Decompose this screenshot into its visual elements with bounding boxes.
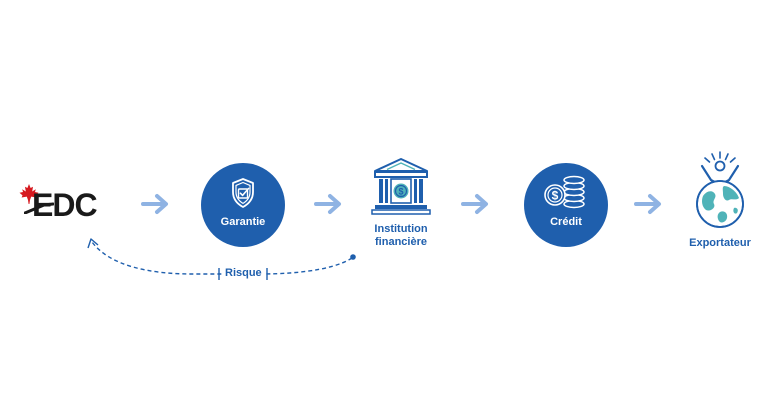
guarantee-label: Garantie bbox=[220, 216, 266, 228]
institution-label-line2: financière bbox=[375, 236, 427, 248]
credit-node: $ Crédit bbox=[524, 163, 608, 247]
logo-text: EDC bbox=[32, 187, 98, 223]
guarantee-node: Garantie bbox=[201, 163, 285, 247]
risk-label: Risque bbox=[223, 267, 264, 279]
logo-swoosh bbox=[24, 202, 54, 214]
globe-person-icon bbox=[696, 151, 744, 228]
institution-label: Institution financière bbox=[351, 223, 451, 249]
edc-logo: EDC bbox=[18, 184, 118, 225]
risk-return-arrow bbox=[87, 238, 356, 280]
svg-text:$: $ bbox=[398, 187, 403, 197]
svg-text:$: $ bbox=[552, 189, 559, 203]
flow-arrow-4 bbox=[634, 194, 661, 214]
coins-icon: $ bbox=[544, 175, 585, 209]
bank-icon: $ bbox=[371, 158, 431, 215]
shield-check-icon bbox=[232, 178, 254, 208]
institution-label-line1: Institution bbox=[374, 223, 428, 235]
exporter-label: Exportateur bbox=[689, 237, 751, 249]
flow-arrow-1 bbox=[141, 194, 168, 214]
maple-leaf-icon bbox=[19, 184, 39, 204]
flow-arrow-3 bbox=[461, 194, 488, 214]
credit-label: Crédit bbox=[550, 216, 582, 228]
flow-arrow-2 bbox=[314, 194, 341, 214]
